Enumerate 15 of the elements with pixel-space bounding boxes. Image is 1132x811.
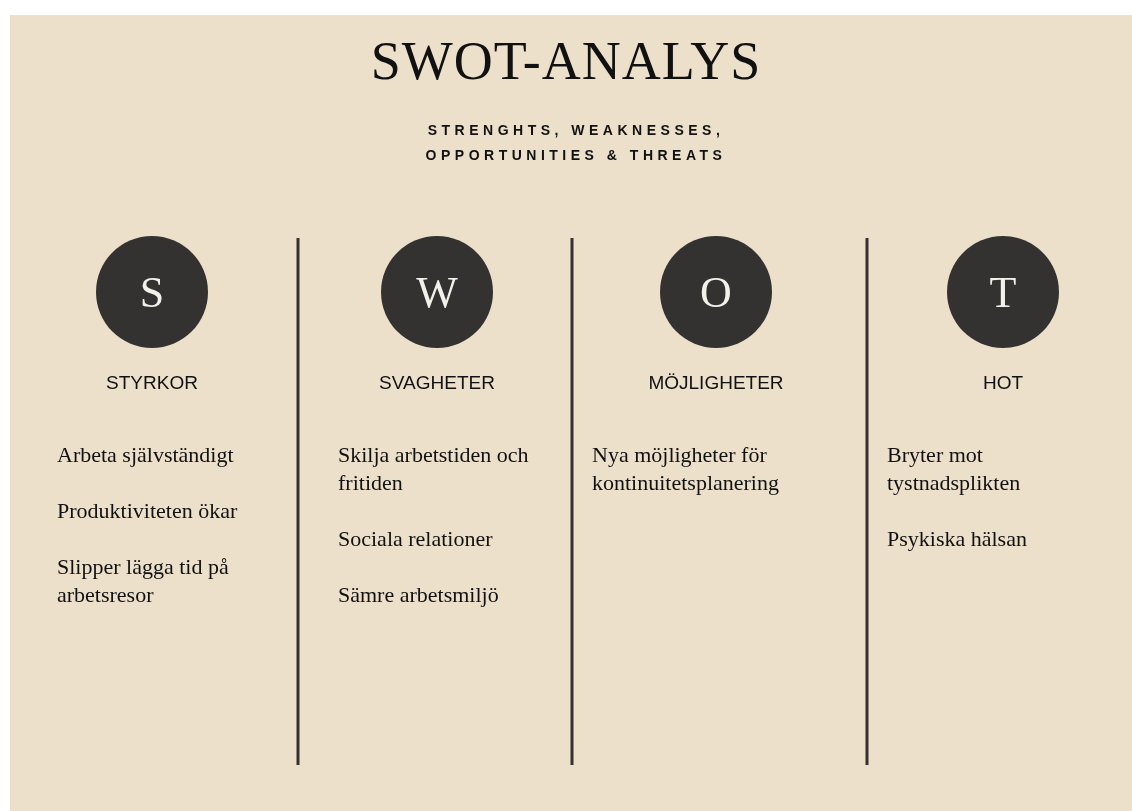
list-item: Skilja arbetstiden och fritiden [338,441,530,497]
list-item: Psykiska hälsan [887,525,1028,553]
title: SWOT-ANALYS [369,30,763,92]
list-item: Nya möjligheter för kontinuitetsplanering [592,441,780,497]
subtitle: STRENGHTS, WEAKNESSES, OPPORTUNITIES & THREATS [424,121,728,165]
list-item: Sämre arbetsmiljö [338,581,500,609]
list-item: Slipper lägga tid på arbetsresor [57,553,230,609]
list-item: Sociala relationer [338,525,494,553]
column-heading: SVAGHETER [378,372,496,394]
column-heading: HOT [981,372,1025,394]
list-item: Produktiviteten ökar [57,497,239,525]
list-item: Bryter mot tystnadsplikten [887,441,1022,497]
column-heading: MÖJLIGHETER [647,372,785,394]
column-heading: STYRKOR [105,372,199,394]
list-item: Arbeta självständigt [57,441,235,469]
